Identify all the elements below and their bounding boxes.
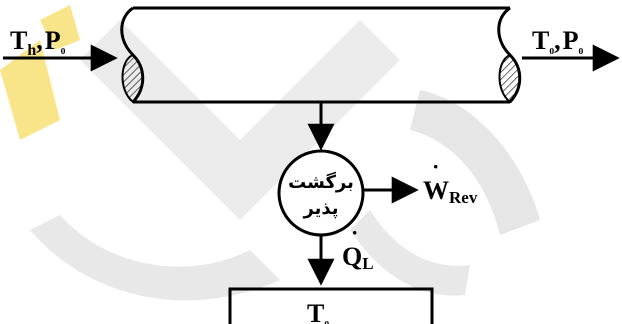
environment-reservoir: T₀ <box>228 287 434 324</box>
work-dot: · <box>432 154 439 179</box>
work-label: WRev <box>423 176 478 207</box>
outlet-label: T₀,P₀ <box>532 26 584 55</box>
work-output: · WRev <box>364 154 478 207</box>
pipe <box>120 6 522 104</box>
reservoir-box <box>228 287 434 324</box>
reservoir-label: T₀ <box>307 299 329 324</box>
heat-rejected: · QL <box>307 220 374 286</box>
engine-label-line1: برگشت <box>288 171 354 193</box>
outlet: T₀,P₀ <box>522 26 620 72</box>
reversible-engine: برگشت پذیر <box>277 149 365 237</box>
engine-circle <box>277 149 365 237</box>
engine-label-line2: پذیر <box>302 198 338 219</box>
heat-dot: · <box>351 220 358 245</box>
heat-label: QL <box>342 242 374 273</box>
inlet: Th,P₀ <box>3 26 118 72</box>
watermark <box>0 5 540 301</box>
pipe-left-hatch <box>121 53 144 104</box>
pipe-right-hatch <box>498 53 521 104</box>
inlet-label: Th,P₀ <box>10 26 66 59</box>
